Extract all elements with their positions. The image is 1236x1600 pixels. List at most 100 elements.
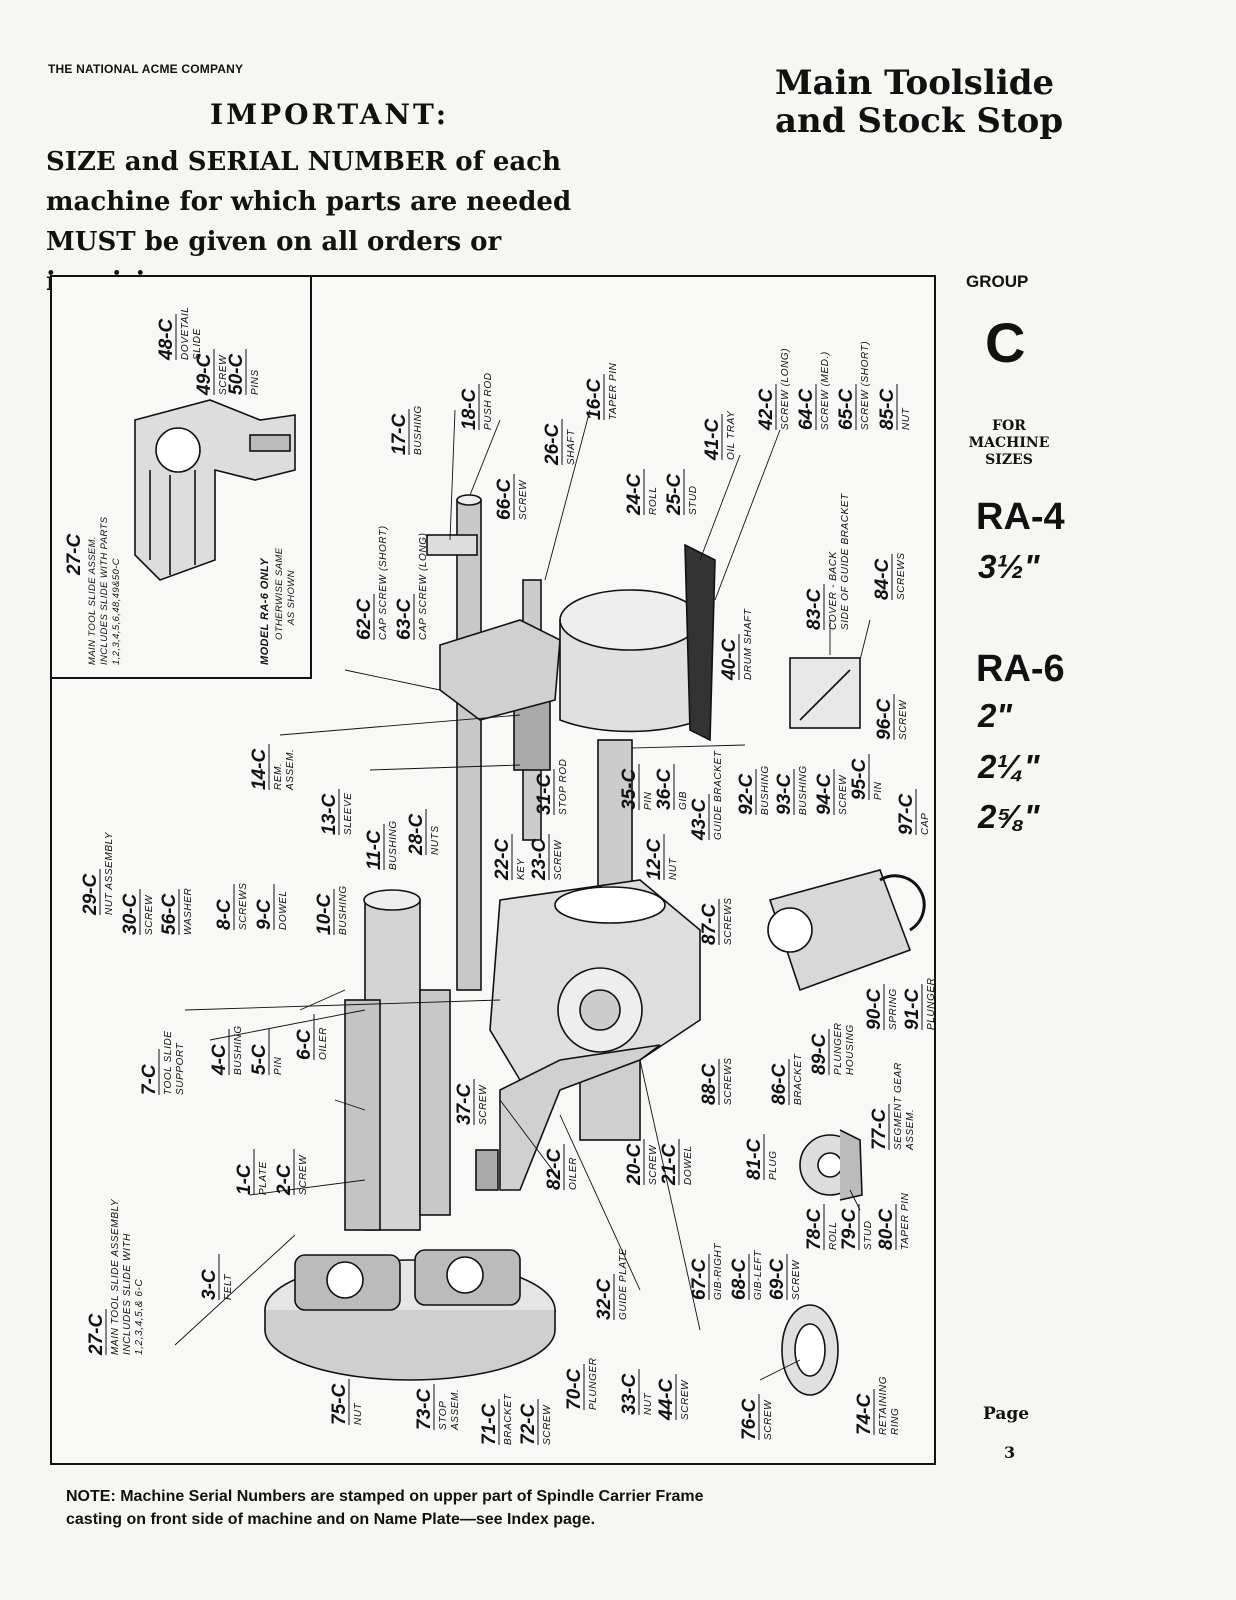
- part-number: 81-C: [744, 1139, 765, 1180]
- part-number: 9-C: [254, 899, 275, 930]
- part-description: OILER: [318, 1027, 329, 1060]
- part-number: 66-C: [494, 479, 515, 520]
- part-number: 91-C: [902, 989, 923, 1030]
- part-number: 23-C: [529, 839, 550, 881]
- part-number: 43-C: [689, 799, 710, 841]
- part-description: SCREW: [680, 1379, 691, 1420]
- part-number: 30-C: [120, 894, 141, 935]
- part-description: SCREW: [542, 1404, 553, 1445]
- part-number: 24-C: [624, 474, 645, 516]
- part-number: 93-C: [774, 774, 795, 815]
- part-description: STOP ROD: [558, 759, 569, 815]
- part-number: 75-C: [329, 1384, 350, 1425]
- note-line: NOTE: Machine Serial Numbers are stamped…: [66, 1488, 704, 1505]
- part-number: 64-C: [796, 389, 817, 430]
- part-description: BUSHING: [338, 885, 349, 935]
- part-description: SCREW: [838, 774, 849, 815]
- part-number: 65-C: [836, 389, 857, 430]
- for-line: MACHINE: [968, 435, 1050, 451]
- part-number: 56-C: [159, 894, 180, 935]
- part-description: STOP: [438, 1401, 449, 1430]
- part-description: BUSHING: [233, 1025, 244, 1075]
- part-number: 44-C: [656, 1379, 677, 1421]
- part-number: 5-C: [249, 1044, 270, 1075]
- part-number: 14-C: [249, 749, 270, 790]
- part-description: SCREW: [518, 479, 529, 520]
- part-description: 1,2,3,4,5,& 6-C: [134, 1279, 145, 1355]
- part-number: 71-C: [479, 1404, 500, 1445]
- part-number: 88-C: [699, 1064, 720, 1105]
- part-description: GUIDE BRACKET: [713, 750, 724, 840]
- part-description: SLIDE: [192, 328, 203, 360]
- inset-note-line: AS SHOWN: [286, 570, 297, 626]
- part-description: PIN: [273, 1056, 284, 1075]
- important-notice: SIZE and SERIAL NUMBER of each machine f…: [46, 142, 646, 302]
- part-number: 29-C: [80, 874, 101, 916]
- part-number: 87-C: [699, 904, 720, 945]
- part-number: 32-C: [594, 1279, 615, 1320]
- part-number: 6-C: [294, 1029, 315, 1060]
- part-number: 84-C: [872, 559, 893, 600]
- part-description: SCREW: [553, 839, 564, 880]
- note-line: casting on front side of machine and on …: [66, 1511, 596, 1528]
- part-number: 42-C: [756, 389, 777, 431]
- part-number: 26-C: [542, 424, 563, 466]
- group-letter: C: [985, 311, 1026, 374]
- part-description: INCLUDES SLIDE WITH: [122, 1233, 133, 1355]
- for-line: FOR: [992, 418, 1026, 434]
- part-description: NUT: [901, 407, 912, 430]
- part-number: 70-C: [564, 1369, 585, 1410]
- part-description: NUT: [643, 1392, 654, 1415]
- part-number: 33-C: [619, 1374, 640, 1415]
- part-description: SCREWS: [723, 898, 734, 946]
- part-description: NUT ASSEMBLY: [104, 831, 115, 915]
- part-number: 80-C: [876, 1209, 897, 1250]
- part-description: SCREW: [144, 894, 155, 935]
- part-number: 72-C: [518, 1404, 539, 1445]
- part-number: 76-C: [739, 1399, 760, 1440]
- group-label: GROUP: [966, 272, 1029, 291]
- part-description: PINS: [250, 369, 261, 395]
- model-size: 2⅝": [978, 798, 1040, 835]
- part-description: SCREW (MED.): [820, 351, 831, 430]
- part-description: NUTS: [430, 825, 441, 855]
- part-description: BRACKET: [503, 1393, 514, 1445]
- part-description: SIDE OF GUIDE BRACKET: [840, 493, 851, 630]
- part-description: WASHER: [183, 888, 194, 935]
- part-description: CAP SCREW (SHORT): [378, 525, 389, 640]
- page-number: 3: [1004, 1443, 1016, 1462]
- part-description: PLUNGER: [588, 1357, 599, 1410]
- part-number: 16-C: [584, 379, 605, 420]
